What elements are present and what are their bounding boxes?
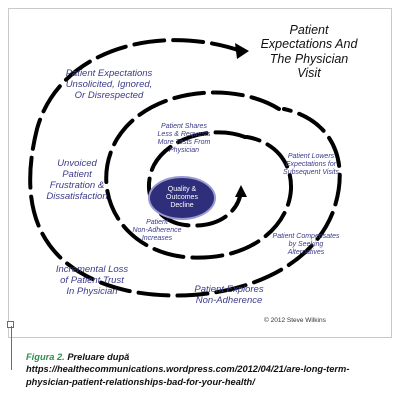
stage-explores-non-adherence: Patient Explores Non-Adherence <box>194 284 264 306</box>
figure-caption-text: Preluare după https://healthecommunicati… <box>26 352 350 387</box>
figure-caption: Figura 2. Preluare după https://healthec… <box>26 351 394 388</box>
copyright-text: © 2012 Steve Wilkins <box>264 317 326 324</box>
stage-seeking-alternatives: Patient Compensates by Seeking Alternati… <box>272 233 340 257</box>
figure-label: Figura 2. <box>26 352 65 362</box>
arrowhead-inner <box>235 185 247 197</box>
diagram-frame: Patient Expectations And The Physician V… <box>8 8 392 338</box>
stage-expectations-ignored: Patient Expectations Unsolicited, Ignore… <box>65 68 153 101</box>
arrowhead-outer <box>235 43 249 59</box>
stage-non-adherence-increases: Patient Non-Adherence Increases <box>132 219 182 243</box>
stage-loss-of-trust: Incremental Loss of Patient Trust In Phy… <box>55 264 129 297</box>
caption-rule <box>11 326 12 370</box>
diagram-title: Patient Expectations And The Physician V… <box>260 23 358 81</box>
center-quality-decline: Quality & Outcomes Decline <box>150 178 214 218</box>
stage-unvoiced-frustration: Unvoiced Patient Frustration & Dissatisf… <box>46 158 108 202</box>
stage-lowers-expectations: Patient Lowers Expectations for Subseque… <box>283 153 339 177</box>
stage-shares-less: Patient Shares Less & Requests More Test… <box>157 123 211 155</box>
caption-marker <box>7 321 14 328</box>
